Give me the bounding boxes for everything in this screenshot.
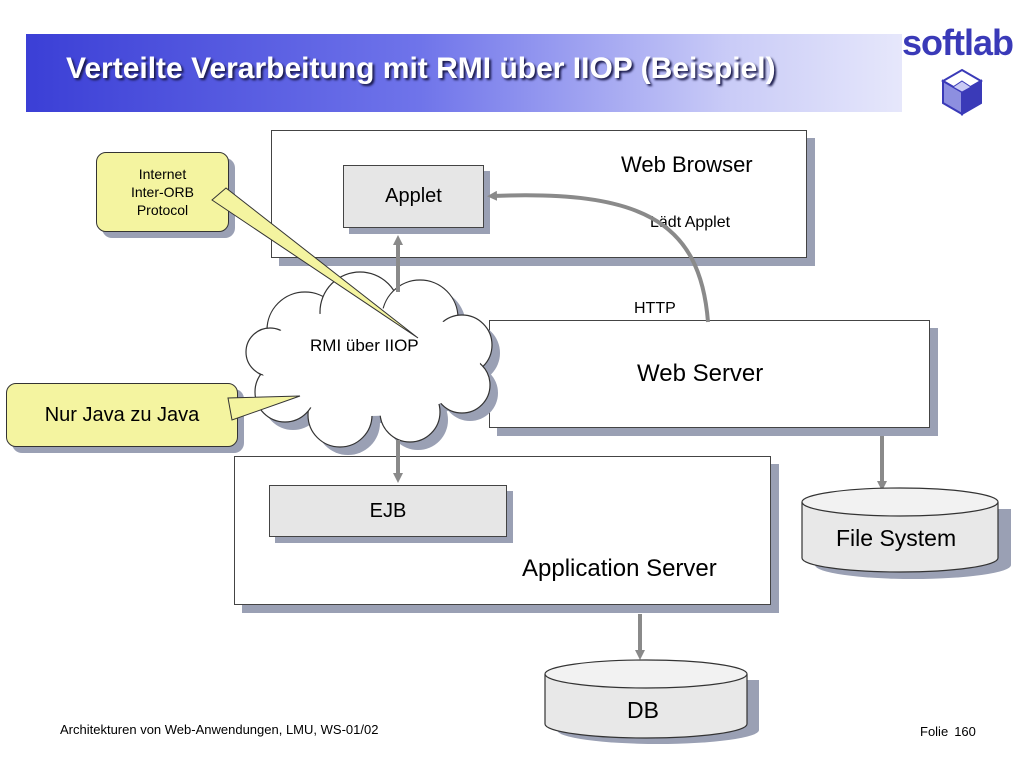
- title-bar: [26, 34, 902, 112]
- web-server-box: [489, 320, 930, 428]
- web-browser-label: Web Browser: [621, 152, 753, 177]
- callout-java-label: Nur Java zu Java: [44, 403, 200, 426]
- callout-iiop-pointer: [211, 187, 419, 339]
- callout-iiop-line-1: Internet: [138, 166, 187, 182]
- callout-iiop-line-3: Protocol: [136, 202, 189, 218]
- footer-left: Architekturen von Web-Anwendungen, LMU, …: [60, 722, 379, 737]
- footer-page: Folie 160: [920, 724, 976, 739]
- rmi-label: RMI über IIOP: [310, 336, 419, 355]
- folie-label: Folie: [920, 724, 949, 739]
- applet-box: Applet: [343, 165, 484, 228]
- slide-title: Verteilte Verarbeitung mit RMI über IIOP…: [66, 52, 776, 85]
- callout-java: Nur Java zu Java: [6, 383, 238, 447]
- http-arrow: [487, 190, 710, 323]
- callout-java-pointer: [227, 395, 301, 421]
- http-label: HTTP: [634, 300, 676, 317]
- db-cylinder: [544, 659, 759, 744]
- file-system-cylinder: [801, 487, 1011, 579]
- callout-iiop: Internet Inter-ORB Protocol: [96, 152, 229, 232]
- ejb-box: EJB: [269, 485, 507, 537]
- applet-label: Applet: [385, 185, 442, 207]
- laedt-applet-label: Lädt Applet: [650, 214, 731, 231]
- logo-text: softlab: [902, 22, 1014, 63]
- db-label: DB: [627, 697, 659, 723]
- web-server-label: Web Server: [637, 360, 764, 387]
- file-system-label: File System: [836, 525, 957, 551]
- folie-number: 160: [954, 724, 976, 739]
- application-server-label: Application Server: [522, 555, 717, 582]
- callout-iiop-line-2: Inter-ORB: [130, 184, 194, 200]
- ejb-label: EJB: [369, 499, 407, 522]
